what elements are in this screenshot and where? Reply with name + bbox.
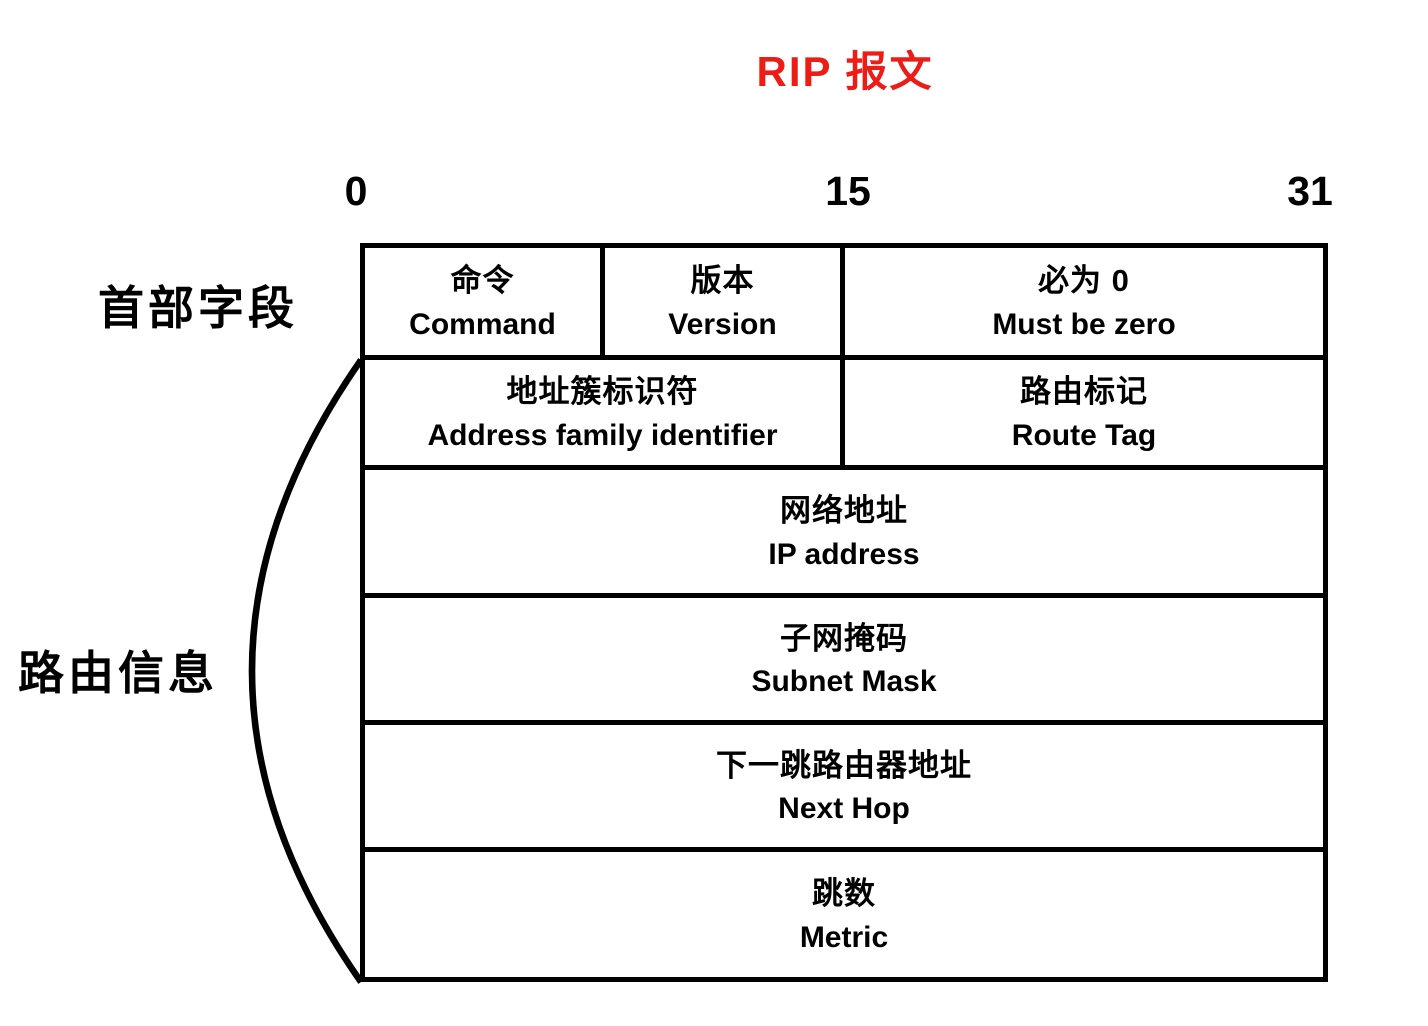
field-cell-version: 版本 Version [605, 248, 845, 355]
field-label-zh: 下一跳路由器地址 [716, 747, 972, 783]
field-label-en: Command [409, 307, 556, 341]
field-label-zh: 网络地址 [780, 493, 908, 528]
field-label-zh: 路由标记 [1020, 374, 1148, 409]
diagram-title: RIP 报文 [756, 48, 934, 95]
field-label-zh: 子网掩码 [780, 620, 908, 656]
field-cell-address-family-identifier: 地址簇标识符 Address family identifier [365, 360, 845, 465]
field-label-zh: 跳数 [812, 876, 876, 911]
field-label-en: Must be zero [992, 307, 1176, 341]
field-cell-route-tag: 路由标记 Route Tag [845, 360, 1323, 465]
group-label-route-info: 路由信息 [18, 647, 218, 699]
table-row-metric: 跳数 Metric [365, 852, 1323, 977]
field-label-en: Route Tag [1011, 418, 1157, 452]
field-label-zh: 命令 [450, 263, 515, 298]
field-label-en: Metric [799, 920, 889, 954]
field-cell-next-hop: 下一跳路由器地址 Next Hop [365, 725, 1323, 847]
group-label-header-fields: 首部字段 [98, 282, 298, 334]
field-cell-must-be-zero: 必为 0 Must be zero [845, 248, 1323, 355]
field-cell-ip-address: 网络地址 IP address [365, 470, 1323, 593]
table-row-next-hop: 下一跳路由器地址 Next Hop [365, 725, 1323, 852]
bit-label-31: 31 [1287, 168, 1333, 214]
field-label-zh: 地址簇标识符 [506, 374, 699, 409]
field-label-zh: 版本 [690, 263, 755, 298]
field-cell-subnet-mask: 子网掩码 Subnet Mask [365, 598, 1323, 720]
bit-label-15: 15 [825, 168, 871, 214]
bit-label-0: 0 [344, 168, 368, 214]
field-label-zh: 必为 0 [1038, 263, 1130, 298]
field-label-en: Next Hop [778, 792, 910, 825]
table-row-ip-address: 网络地址 IP address [365, 470, 1323, 598]
field-label-en: Version [668, 307, 777, 341]
table-row-afi-routetag: 地址簇标识符 Address family identifier 路由标记 Ro… [365, 360, 1323, 470]
field-label-en: IP address [768, 537, 920, 571]
packet-format-table: 命令 Command 版本 Version 必为 0 Must be zero … [360, 243, 1328, 982]
table-row-header: 命令 Command 版本 Version 必为 0 Must be zero [365, 248, 1323, 360]
table-row-subnet-mask: 子网掩码 Subnet Mask [365, 598, 1323, 725]
field-label-en: Subnet Mask [751, 665, 937, 698]
field-cell-command: 命令 Command [365, 248, 605, 355]
field-label-en: Address family identifier [427, 418, 778, 452]
field-cell-metric: 跳数 Metric [365, 852, 1323, 977]
